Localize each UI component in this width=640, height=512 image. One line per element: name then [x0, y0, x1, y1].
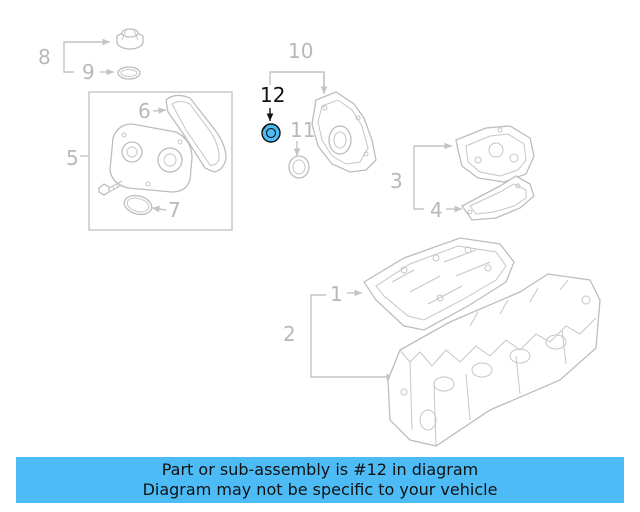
group-1-2: 1 2	[283, 237, 601, 447]
callout-6: 6	[138, 99, 151, 123]
timing-case-part	[311, 91, 377, 173]
o-ring-7-part	[123, 194, 153, 216]
callout-11: 11	[290, 118, 315, 142]
timing-cover-part	[109, 123, 193, 193]
sub-assembly-box	[88, 91, 233, 231]
timing-housing-part	[455, 125, 535, 183]
callout-1: 1	[330, 282, 343, 306]
callout-7: 7	[168, 198, 181, 222]
callout-4: 4	[430, 198, 443, 222]
callout-9: 9	[82, 60, 95, 84]
group-3-4: 3 4	[390, 125, 535, 222]
group-10-11-12: 10 12 11	[260, 39, 377, 179]
cylinder-head-part	[387, 273, 601, 447]
seal-ring-9-part	[117, 66, 141, 80]
callout-5: 5	[66, 146, 79, 170]
bolt-part	[98, 180, 123, 196]
valve-cover-part	[363, 237, 515, 331]
callout-8: 8	[38, 45, 51, 69]
housing-gasket-part	[461, 175, 535, 221]
callout-10: 10	[288, 39, 313, 63]
banner-line-2: Diagram may not be specific to your vehi…	[142, 480, 498, 499]
oil-cap-part	[116, 28, 144, 50]
shaft-seal-11-part	[288, 155, 310, 179]
group-5-6-7: 5 6 7	[66, 91, 233, 231]
callout-3: 3	[390, 169, 403, 193]
plug-seal-12-highlighted-part	[261, 123, 281, 143]
callout-12: 12	[260, 83, 285, 107]
cover-gasket-part	[165, 94, 227, 173]
notice-banner: Part or sub-assembly is #12 in diagram D…	[16, 457, 624, 503]
callout-2: 2	[283, 322, 296, 346]
group-8-9: 8 9	[38, 28, 144, 84]
banner-line-1: Part or sub-assembly is #12 in diagram	[161, 460, 479, 479]
